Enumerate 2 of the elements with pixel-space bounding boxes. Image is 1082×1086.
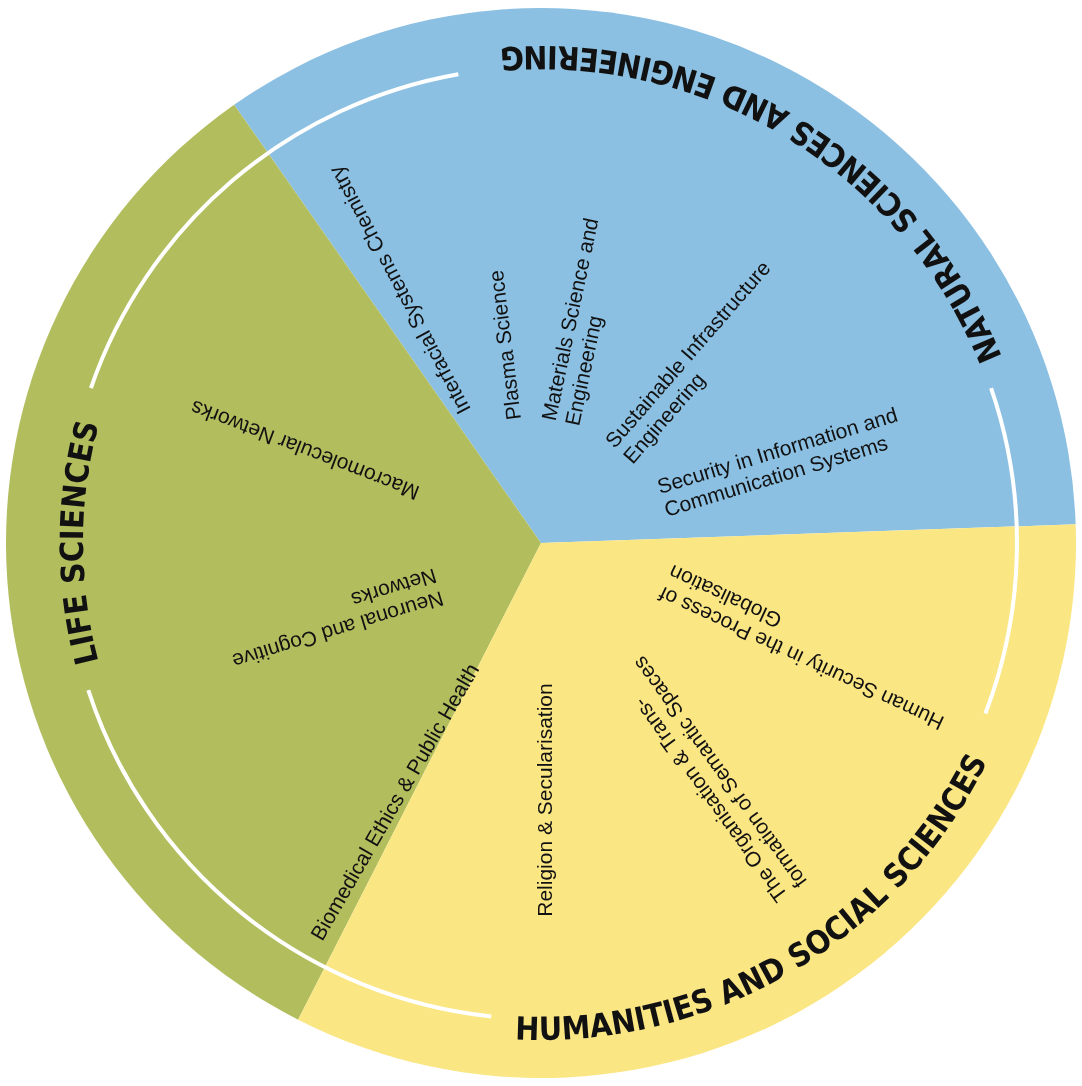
research-area-label: Religion & Secularisation: [532, 683, 557, 917]
research-area-label: Plasma Science: [483, 268, 526, 422]
